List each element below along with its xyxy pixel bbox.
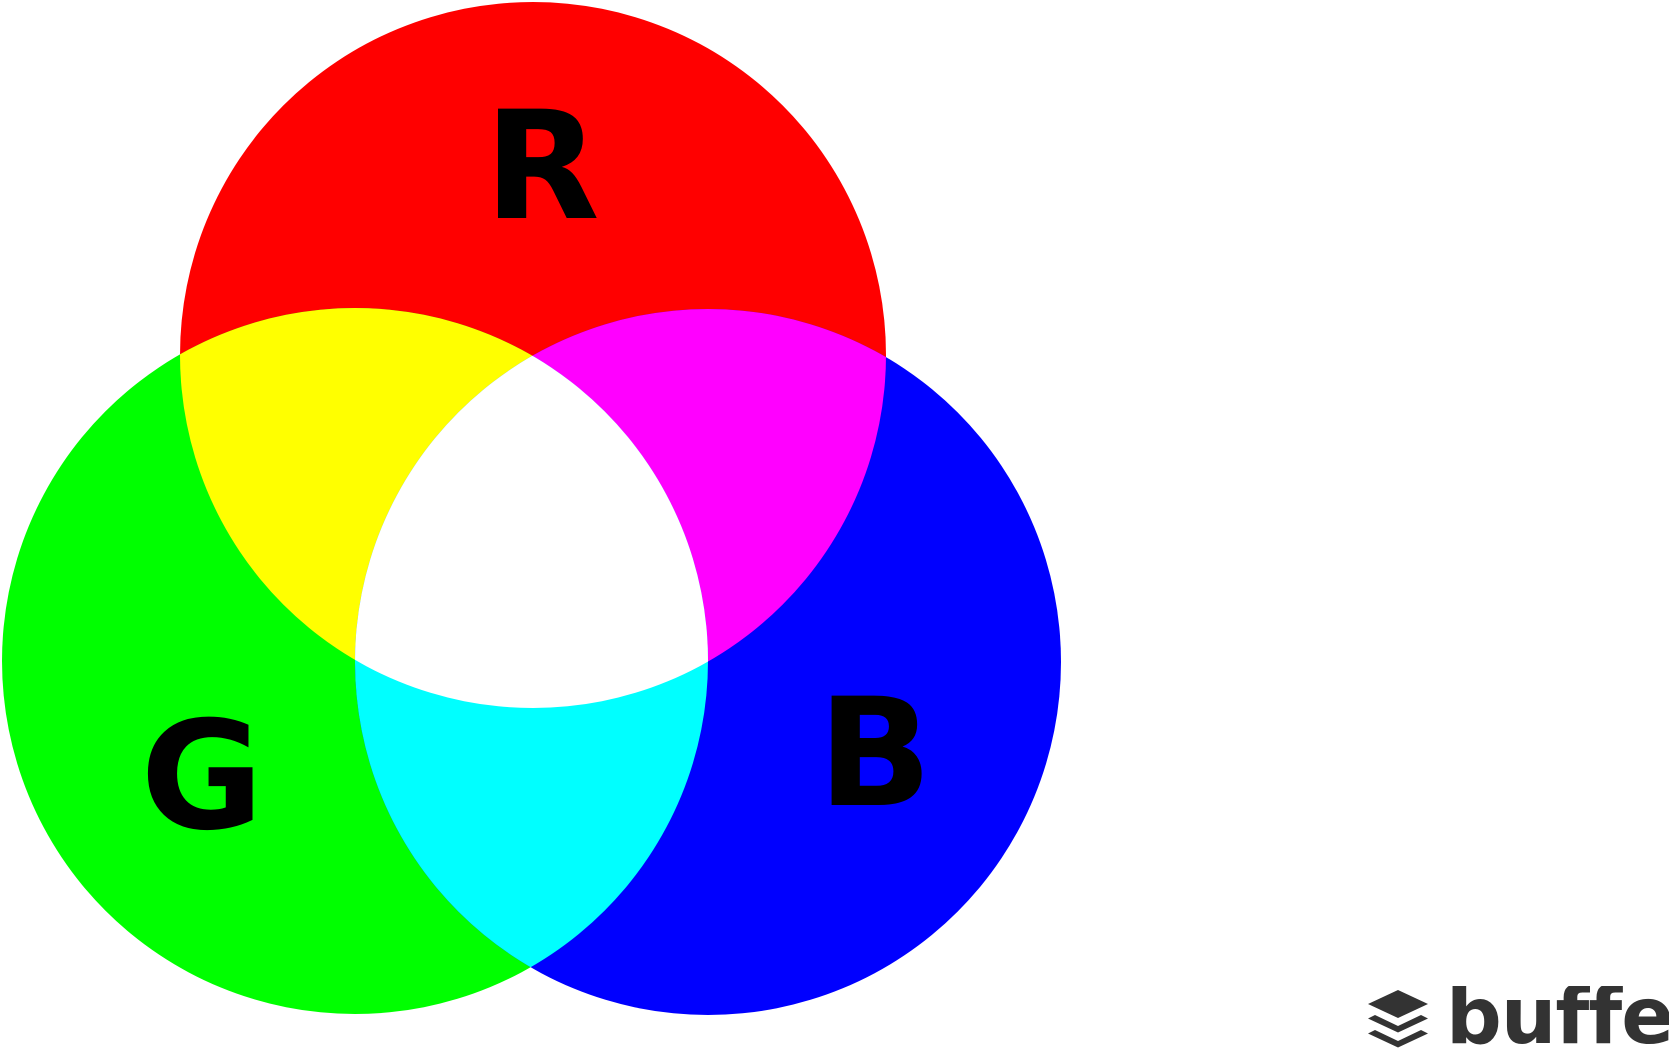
logo-text: buffer — [1446, 986, 1669, 1051]
center-overlap — [355, 309, 708, 708]
red-label: R — [484, 80, 600, 254]
layers-stack-icon — [1368, 989, 1428, 1047]
buffer-logo: buffer — [1366, 986, 1669, 1051]
green-label: G — [140, 690, 263, 864]
blue-label: B — [818, 667, 932, 841]
